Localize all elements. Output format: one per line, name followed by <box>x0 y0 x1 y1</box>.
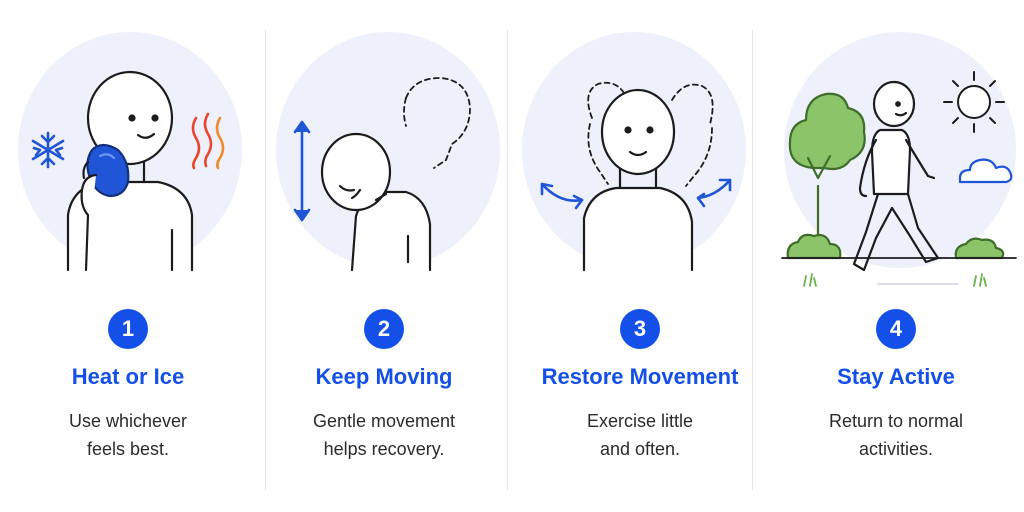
step-description-line: helps recovery. <box>323 439 445 459</box>
step-title: Keep Moving <box>315 364 453 389</box>
step-number-badge: 4 <box>876 309 916 349</box>
step-number-badge: 1 <box>108 309 148 349</box>
step-description-line: feels best. <box>86 439 170 459</box>
panel-divider <box>752 30 753 490</box>
step-description: Use whichever feels best. <box>0 407 256 463</box>
step-title: Heat or Ice <box>71 364 185 389</box>
restore-movement-illustration <box>512 0 768 300</box>
step-card-heat-or-ice: 1 Heat or Ice Use whichever feels best. <box>0 0 256 512</box>
keep-moving-illustration <box>256 0 512 300</box>
rotate-right-arrow-icon <box>696 178 732 208</box>
ice-pack-icon <box>86 143 130 198</box>
snowflake-icon <box>31 131 65 169</box>
rotate-left-arrow-icon <box>540 182 584 210</box>
step-description: Gentle movement helps recovery. <box>256 407 512 463</box>
heat-or-ice-illustration <box>0 0 256 300</box>
bush-icon <box>786 233 842 260</box>
step-title: Stay Active <box>837 364 955 389</box>
step-description-line: activities. <box>858 439 934 459</box>
heat-waves-icon <box>191 112 225 170</box>
step-description: Exercise little and often. <box>512 407 768 463</box>
step-description-line: Gentle movement <box>312 411 456 431</box>
step-card-keep-moving: 2 Keep Moving Gentle movement helps reco… <box>256 0 512 512</box>
panel-divider <box>265 30 266 490</box>
panel-divider <box>507 30 508 490</box>
step-number-badge: 2 <box>364 309 404 349</box>
tree-icon <box>788 92 866 260</box>
step-description-line: Exercise little <box>586 411 694 431</box>
step-card-stay-active: 4 Stay Active Return to normal activitie… <box>768 0 1024 512</box>
step-title: Restore Movement <box>541 364 739 389</box>
step-description-line: Return to normal <box>828 411 964 431</box>
step-number-badge: 3 <box>620 309 660 349</box>
cloud-icon <box>958 158 1013 184</box>
bush-icon <box>954 237 1005 260</box>
up-down-arrow-icon <box>293 120 311 222</box>
step-card-restore-movement: 3 Restore Movement Exercise little and o… <box>512 0 768 512</box>
step-description-line: Use whichever <box>68 411 188 431</box>
step-description-line: and often. <box>599 439 681 459</box>
step-description: Return to normal activities. <box>768 407 1024 463</box>
stay-active-illustration <box>768 0 1024 300</box>
sun-icon <box>943 71 1005 133</box>
